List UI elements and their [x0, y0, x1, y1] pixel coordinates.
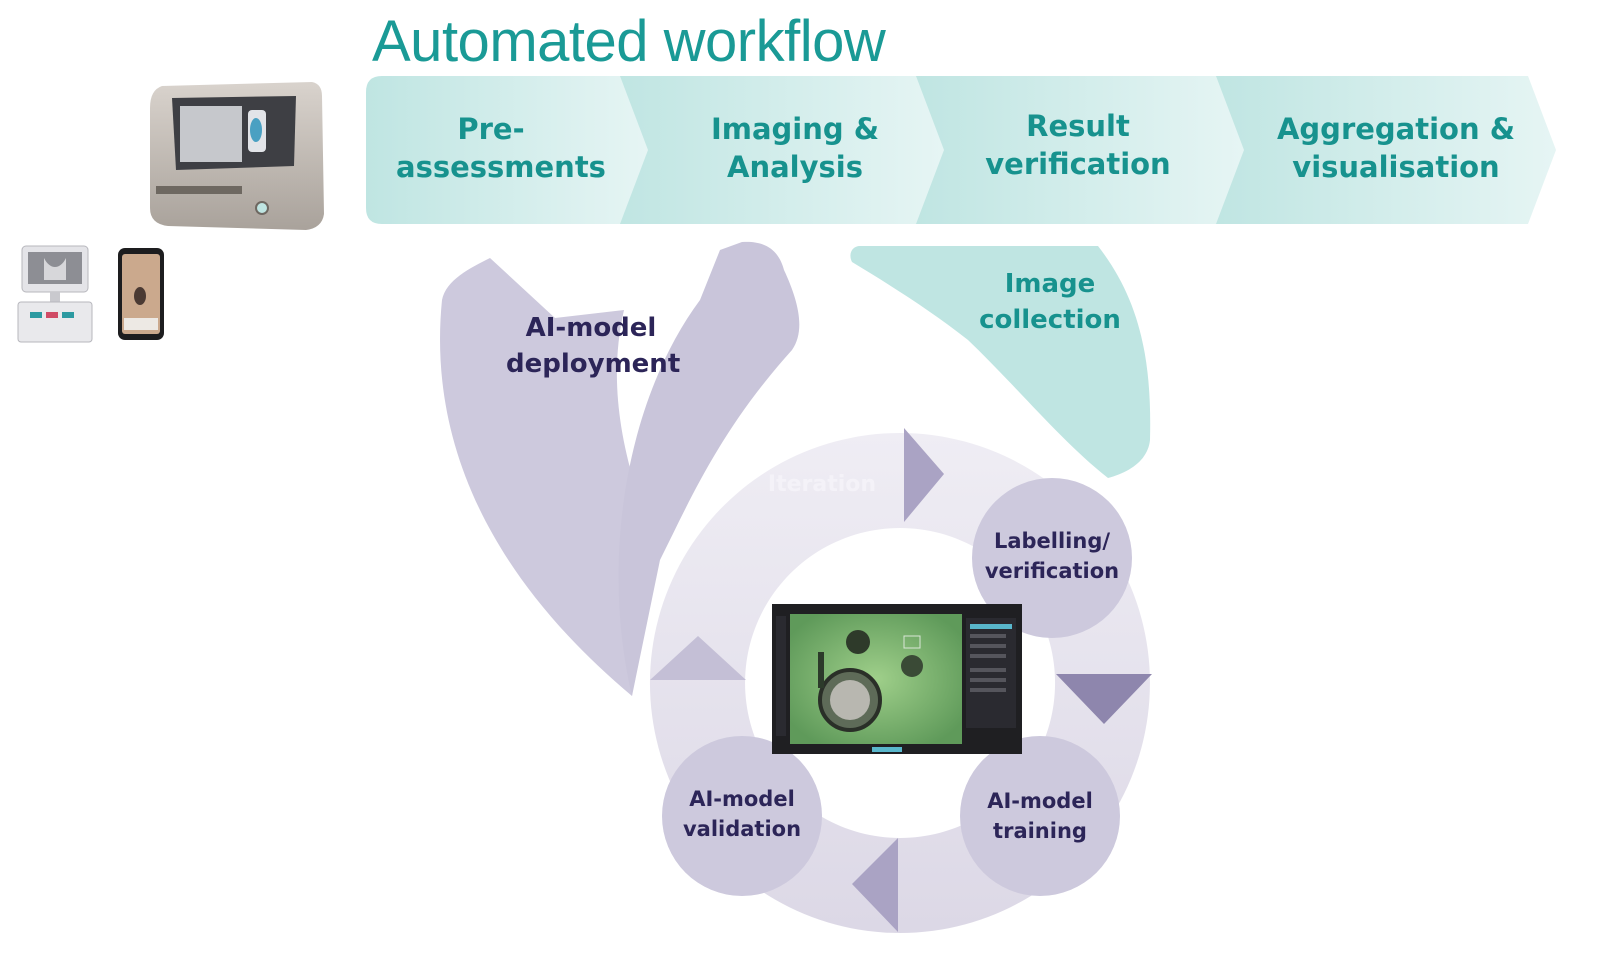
chevron-imaging-analysis [612, 76, 944, 224]
iteration-label: Iteration [767, 472, 877, 497]
image-collection-arrow [850, 246, 1151, 478]
deployment-arrows [440, 241, 800, 697]
step-label-training: AI-model training [987, 789, 1093, 843]
kiosk-device-icon [17, 245, 93, 343]
ring-arrow-bottom [852, 838, 898, 932]
deployment-arrow-left [440, 258, 650, 696]
stage-label-result-verification: Result verification [985, 109, 1171, 181]
step-label-labelling: Labelling/ verification [984, 529, 1120, 583]
ring-arrow-right [1056, 674, 1152, 724]
chevron-result-verification [912, 76, 1244, 224]
stage-label-imaging-analysis: Imaging & Analysis [710, 112, 880, 184]
page-title: Automated workflow [372, 9, 886, 74]
stage-label-aggregation: Aggregation & visualisation [1276, 112, 1516, 184]
workflow-band [366, 76, 1556, 224]
chevron-pre-assessments [366, 76, 648, 224]
chevron-aggregation [1210, 76, 1556, 224]
software-screenshot-icon [772, 604, 1022, 754]
ring-arrow-top [904, 428, 944, 522]
stage-label-pre-assessments: Pre- assessments [396, 112, 606, 184]
image-collection-label: Image collection [979, 269, 1121, 335]
circle-training [960, 736, 1120, 896]
deployment-label: AI-model deployment [506, 313, 681, 379]
circle-labelling [972, 478, 1132, 638]
circle-validation [662, 736, 822, 896]
deployment-arrow-right [618, 241, 800, 697]
smartphone-icon [118, 248, 164, 340]
step-label-validation: AI-model validation [682, 787, 802, 841]
analyzer-device-icon [150, 82, 324, 230]
ring-arrow-left [650, 636, 746, 680]
